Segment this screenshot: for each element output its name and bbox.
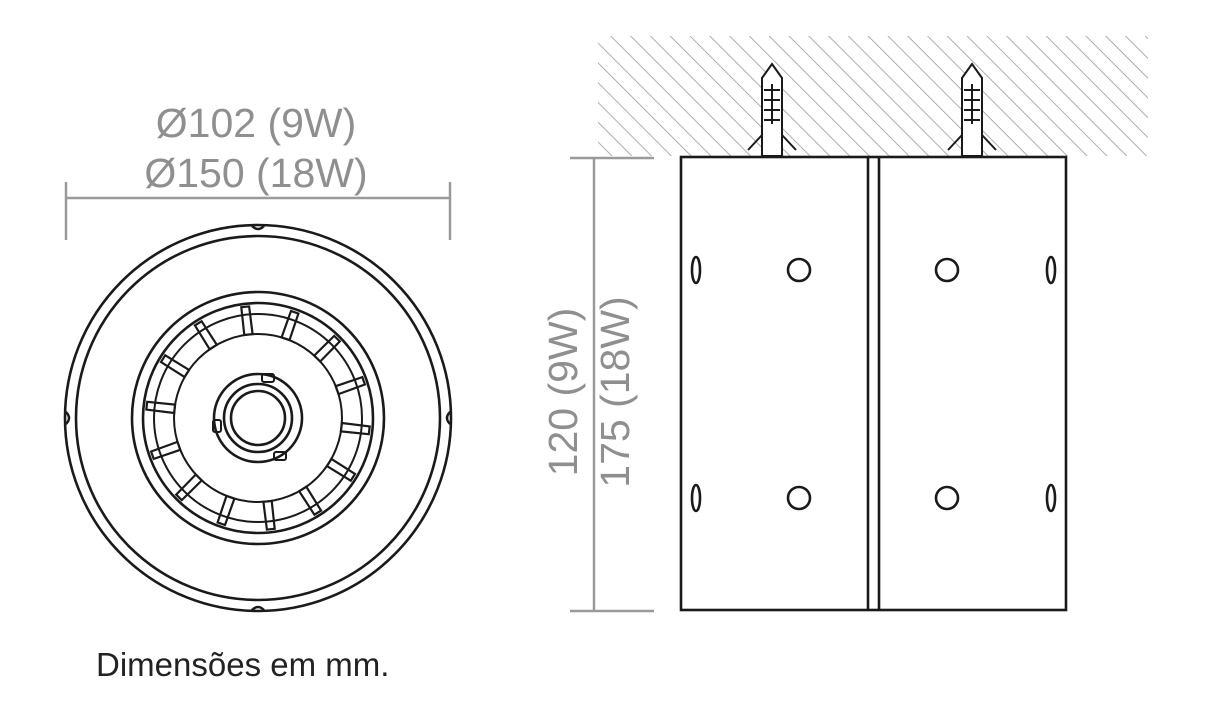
height-label-18w: 175 (18W) xyxy=(592,296,638,488)
heatsink-fins xyxy=(145,305,371,531)
heatsink-fin xyxy=(334,375,367,396)
fixture-body xyxy=(679,155,1068,612)
screw-hole xyxy=(786,485,812,511)
heatsink-fin xyxy=(262,499,276,531)
height-dimension-line xyxy=(570,156,654,613)
inner-rim xyxy=(74,234,442,602)
side-slot xyxy=(690,483,702,513)
lens-inner xyxy=(229,389,287,447)
heatsink-fin xyxy=(280,309,300,342)
height-label-9w: 120 (9W) xyxy=(540,307,586,477)
side-slot xyxy=(1045,255,1057,285)
heatsink-fin xyxy=(240,305,254,337)
diameter-dimension-line xyxy=(64,182,452,240)
lens-clip xyxy=(273,451,287,461)
screw-hole xyxy=(786,257,812,283)
reflector-outer xyxy=(130,290,386,546)
screw-hole xyxy=(934,485,960,511)
outer-rim xyxy=(63,223,453,613)
heatsink-fin xyxy=(193,319,219,351)
screw-hole xyxy=(934,257,960,283)
ceiling-hatch xyxy=(598,36,1148,156)
wall-anchor xyxy=(747,62,797,157)
heatsink-fin xyxy=(216,494,236,527)
lens-outer xyxy=(222,382,294,454)
lens-clip xyxy=(212,419,222,433)
fin-inner-ring xyxy=(173,333,343,503)
heatsink-fin xyxy=(325,457,357,483)
diameter-label-18w: Ø150 (18W) xyxy=(144,150,368,196)
reflector-ring xyxy=(141,301,375,535)
lens-housing xyxy=(212,372,304,464)
side-slot xyxy=(1045,483,1057,513)
fixture-side-view xyxy=(679,155,1068,612)
fixture-top-view xyxy=(63,223,453,613)
heatsink-fin xyxy=(339,421,371,436)
reflector-inner xyxy=(153,313,363,523)
units-caption: Dimensões em mm. xyxy=(96,646,390,683)
heatsink-fin xyxy=(145,400,177,415)
heatsink-fin xyxy=(297,485,323,517)
lens-clip xyxy=(261,373,275,383)
rim-notches xyxy=(65,225,451,611)
diameter-label-9w: Ø102 (9W) xyxy=(155,100,357,146)
heatsink-fin xyxy=(149,440,182,461)
side-slot xyxy=(690,255,702,285)
heatsink-fin xyxy=(159,353,191,379)
